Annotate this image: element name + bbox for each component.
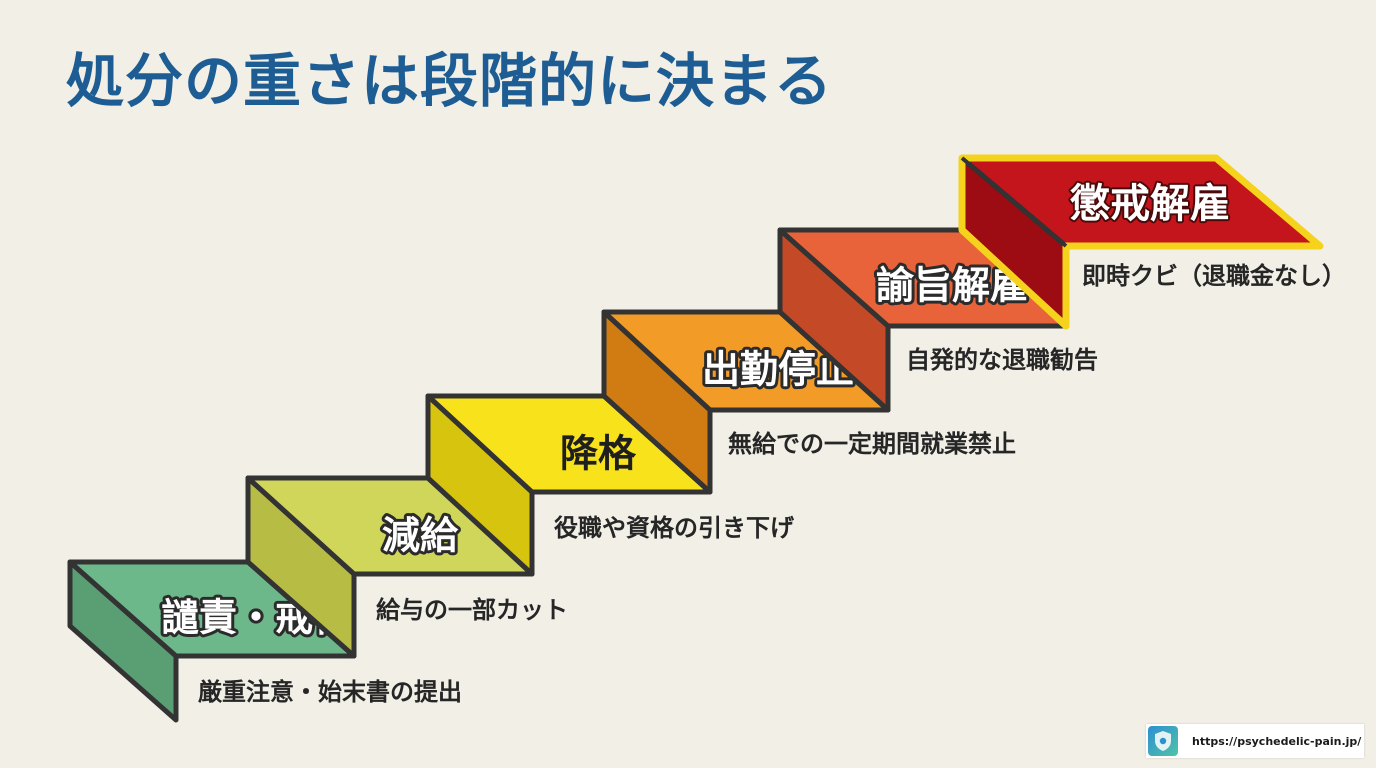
page-title: 処分の重さは段階的に決まる (66, 47, 834, 115)
step-3: 降格 (425, 393, 713, 577)
source-url: https://psychedelic-pain.jp/ (1192, 734, 1362, 748)
step-label-3: 降格 (560, 432, 637, 476)
step-description-3: 役職や資格の引き下げ (554, 514, 794, 542)
step-description-5: 自発的な退職勧告 (906, 346, 1098, 374)
step-description-6: 即時クビ（退職金なし） (1082, 262, 1346, 290)
step-edge (960, 156, 1068, 248)
step-6: 懲戒解雇 (958, 154, 1324, 330)
step-description-2: 給与の一部カット (376, 596, 568, 624)
step-description-4: 無給での一定期間就業禁止 (728, 430, 1016, 458)
step-description-1: 厳重注意・始末書の提出 (198, 678, 462, 706)
source-credit: https://psychedelic-pain.jp/ (1146, 724, 1364, 758)
step-label-5: 諭旨解雇 (876, 264, 1028, 308)
step-label-6: 懲戒解雇 (1070, 181, 1230, 227)
step-label-2: 減給 (382, 514, 459, 558)
step-5: 諭旨解雇 (777, 227, 1069, 413)
shield-logo-icon (1148, 726, 1178, 756)
